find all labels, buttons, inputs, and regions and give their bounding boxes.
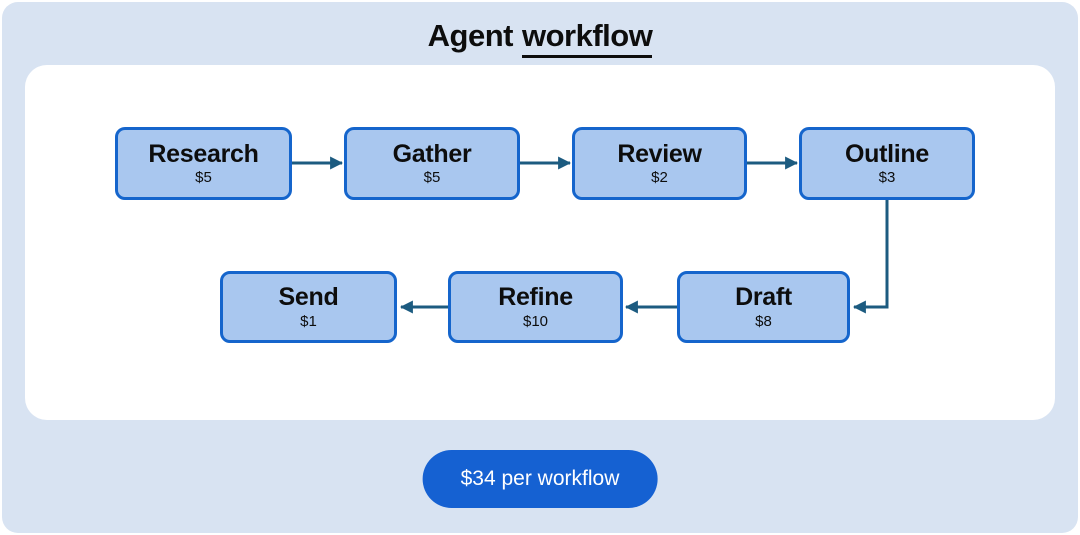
node-cost: $5 xyxy=(423,169,441,186)
node-label: Gather xyxy=(392,139,472,168)
node-refine: Refine$10 xyxy=(448,271,623,343)
node-label: Research xyxy=(148,139,259,168)
node-cost: $8 xyxy=(755,312,772,330)
node-outline: Outline$3 xyxy=(799,127,975,200)
node-review: Review$2 xyxy=(572,127,747,200)
node-label: Draft xyxy=(735,283,792,311)
node-cost: $1 xyxy=(300,312,317,330)
node-label: Review xyxy=(617,139,702,168)
node-cost: $2 xyxy=(651,169,668,186)
node-send: Send$1 xyxy=(220,271,397,343)
node-draft: Draft$8 xyxy=(677,271,850,343)
node-cost: $5 xyxy=(195,169,212,186)
node-gather: Gather$5 xyxy=(344,127,520,200)
node-research: Research$5 xyxy=(115,127,292,200)
node-label: Outline xyxy=(844,139,929,168)
diagram-panel xyxy=(25,65,1055,420)
node-cost: $10 xyxy=(522,312,549,330)
node-label: Send xyxy=(278,283,339,311)
title-plain: Agent xyxy=(427,18,514,53)
node-cost: $3 xyxy=(878,169,896,186)
node-label: Refine xyxy=(498,283,573,311)
title-underlined-word: workflow xyxy=(521,18,653,58)
total-cost-badge: $34 per workflow xyxy=(422,450,658,508)
